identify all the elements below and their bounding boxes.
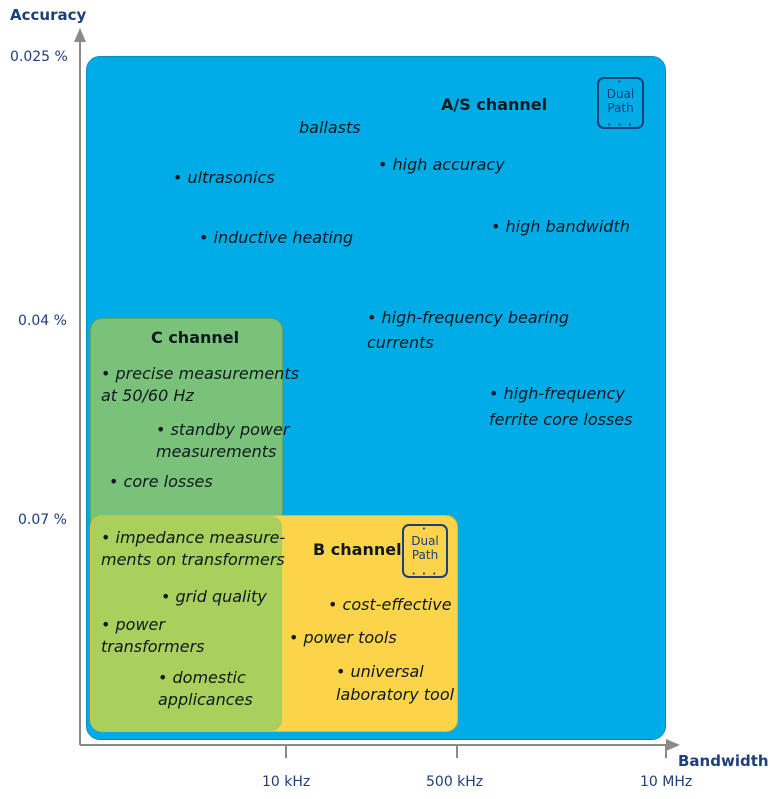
y-tick-label: 0.025 % xyxy=(10,49,68,65)
dots-icon: • xyxy=(421,525,429,533)
badge-line: Dual xyxy=(606,87,635,101)
badge-line: Dual xyxy=(411,534,439,548)
badge-line: Path xyxy=(411,548,439,562)
c-item: applicances xyxy=(158,690,253,709)
c-item: ments on transformers xyxy=(101,550,285,569)
c-item: • power xyxy=(101,615,165,634)
c-item: • domestic xyxy=(158,668,246,687)
dots-icon: • • • xyxy=(411,570,439,578)
as-item: • high-frequency bearing xyxy=(367,308,569,327)
c-item: at 50/60 Hz xyxy=(101,386,194,405)
c-item: transformers xyxy=(101,637,205,656)
c-item: • impedance measure- xyxy=(101,528,286,547)
c-item: measurements xyxy=(156,442,277,461)
y-tick-label: 0.04 % xyxy=(18,313,67,329)
x-axis-label: Bandwidth xyxy=(678,752,769,770)
c-item: • core losses xyxy=(109,472,213,491)
as-channel-title: A/S channel xyxy=(441,95,548,114)
as-item: ferrite core losses xyxy=(489,410,633,429)
x-tick-label: 10 MHz xyxy=(640,774,693,790)
b-item: • universal xyxy=(336,662,424,681)
dots-icon: • • • xyxy=(607,121,634,129)
dual-path-badge: • Dual Path • • • xyxy=(597,77,644,129)
as-item: ballasts xyxy=(299,118,361,137)
y-tick-label: 0.07 % xyxy=(18,512,67,528)
c-item: • grid quality xyxy=(161,587,267,606)
y-axis-label: Accuracy xyxy=(10,6,87,24)
c-b-overlap xyxy=(91,516,282,731)
b-item: • cost-effective xyxy=(328,595,452,614)
as-item: • high-frequency xyxy=(489,384,625,403)
b-channel-title: B channel xyxy=(313,540,402,559)
b-item: • power tools xyxy=(289,628,397,647)
as-item: currents xyxy=(367,333,434,352)
c-channel-title: C channel xyxy=(151,328,240,347)
as-item: • ultrasonics xyxy=(173,168,275,187)
c-item: • precise measurements xyxy=(101,364,299,383)
dual-path-badge: • Dual Path • • • xyxy=(402,524,448,578)
c-item: • standby power xyxy=(156,420,290,439)
x-tick-label: 10 kHz xyxy=(262,774,311,790)
x-tick-label: 500 kHz xyxy=(426,774,484,790)
as-item: • inductive heating xyxy=(199,228,354,247)
as-item: • high accuracy xyxy=(378,155,505,174)
dots-icon: • xyxy=(617,78,624,86)
b-item: laboratory tool xyxy=(336,685,455,704)
as-item: • high bandwidth xyxy=(491,217,630,236)
badge-line: Path xyxy=(607,101,634,115)
